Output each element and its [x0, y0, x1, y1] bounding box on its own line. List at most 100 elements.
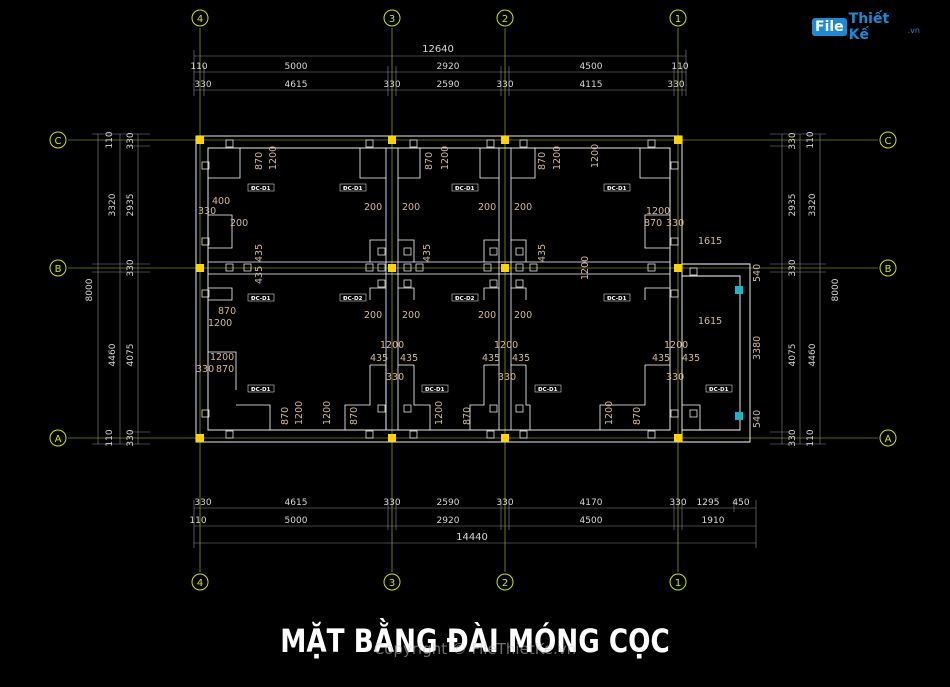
dim-top-4500: 4500	[580, 62, 603, 72]
dim-bot-450: 450	[732, 498, 749, 508]
dim-bot-330-b: 330	[383, 498, 400, 508]
logo-name: Thiết Kế	[848, 11, 890, 43]
inner-dim-200: 200	[478, 202, 496, 213]
dim-right-330-mid: 330	[788, 259, 798, 276]
beam-label: ĐC-D1	[607, 296, 627, 302]
inner-dim-200: 200	[402, 310, 420, 321]
dimension-lines-bottom	[193, 500, 757, 548]
dim-bot-330-d: 330	[669, 498, 686, 508]
inner-dim-540: 540	[752, 264, 763, 282]
inner-dim-870: 870	[632, 407, 643, 425]
dimension-text-top: 12640 110 5000 2920 4500 110 330 4615 33…	[190, 44, 688, 90]
inner-dim-330: 330	[196, 364, 214, 375]
dim-bot-1910: 1910	[702, 516, 725, 526]
inner-dim-1200: 1200	[552, 146, 563, 170]
dim-top-5000: 5000	[285, 62, 308, 72]
dim-top-330-c: 330	[496, 80, 513, 90]
axis-label-row-b-right: B	[885, 264, 892, 275]
beam-label-2: ĐC-D2	[343, 296, 363, 302]
inner-dim-1200: 1200	[380, 340, 404, 351]
dimension-lines-top	[193, 50, 687, 96]
piles	[201, 139, 698, 439]
inner-dim-330: 330	[666, 218, 684, 229]
dim-bot-110: 110	[189, 516, 206, 526]
inner-dim-1200: 1200	[590, 144, 601, 168]
beam-label: ĐC-D1	[251, 387, 271, 393]
inner-dim-330: 330	[498, 372, 516, 383]
dimension-text-bottom: 330 4615 330 2590 330 4170 330 1295 450 …	[189, 498, 749, 543]
dim-left-330-bot: 330	[126, 429, 136, 446]
inner-dim-870: 870	[424, 152, 435, 170]
inner-dim-1200: 1200	[440, 146, 451, 170]
logo-file: File	[812, 18, 847, 36]
beam-label-2: ĐC-D2	[455, 296, 475, 302]
dim-top-2590: 2590	[437, 80, 460, 90]
dim-right-8000: 8000	[831, 278, 841, 301]
columns	[196, 136, 682, 442]
dim-bot-4615: 4615	[285, 498, 308, 508]
dim-right-4075: 4075	[788, 344, 798, 367]
beam-label: ĐC-D1	[343, 186, 363, 192]
inner-dim-870: 870	[462, 407, 473, 425]
dim-bot-4500: 4500	[580, 516, 603, 526]
dim-right-330-bot: 330	[788, 429, 798, 446]
inner-dim-870: 870	[349, 407, 360, 425]
inner-dim-1615: 1615	[698, 316, 722, 327]
accent-markers	[735, 286, 743, 420]
dim-bot-5000: 5000	[285, 516, 308, 526]
dim-left-110-bot: 110	[105, 429, 115, 446]
dim-left-3320: 3320	[108, 193, 118, 216]
inner-dim-435: 435	[400, 353, 418, 364]
beam-label: ĐC-D1	[425, 387, 445, 393]
inner-dim-870: 870	[216, 364, 234, 375]
inner-dim-435: 435	[254, 266, 265, 284]
inner-dim-1200: 1200	[646, 206, 670, 217]
dim-top-4115: 4115	[580, 80, 603, 90]
inner-dim-870: 870	[254, 152, 265, 170]
axis-label-row-a: A	[55, 434, 62, 445]
inner-dim-330: 330	[198, 206, 216, 217]
dim-top-330-b: 330	[383, 80, 400, 90]
dim-left-2935: 2935	[126, 194, 136, 217]
dim-top-110-right: 110	[671, 62, 688, 72]
dim-right-4460: 4460	[808, 343, 818, 366]
dim-left-330-top: 330	[126, 132, 136, 149]
inner-dim-200: 200	[514, 202, 532, 213]
axis-label-col-2-bottom: 2	[502, 578, 508, 589]
dim-bot-330-c: 330	[496, 498, 513, 508]
inner-dim-1200: 1200	[434, 401, 445, 425]
axis-label-row-b: B	[55, 264, 62, 275]
dim-top-110-left: 110	[190, 62, 207, 72]
inner-dim-330: 330	[386, 372, 404, 383]
dimension-text-left: 8000 3320 4460 110 330 2935 330 4075 330…	[85, 131, 136, 446]
logo-domain: .vn	[907, 25, 920, 35]
drawing-title: MẶT BẰNG ĐÀI MÓNG CỌC	[280, 622, 670, 660]
axis-label-row-c: C	[55, 136, 62, 147]
beam-label: ĐC-D1	[455, 186, 475, 192]
inner-dim-435: 435	[512, 353, 530, 364]
inner-dim-435: 435	[254, 244, 265, 262]
dim-right-2935: 2935	[788, 194, 798, 217]
dim-right-110-bot: 110	[806, 429, 816, 446]
inner-dim-1200: 1200	[210, 352, 234, 363]
inner-dim-200: 200	[402, 202, 420, 213]
dim-left-110-top: 110	[105, 131, 115, 148]
inner-dim-435: 435	[652, 353, 670, 364]
axis-label-col-4-bottom: 4	[197, 578, 203, 589]
dim-bot-2590: 2590	[437, 498, 460, 508]
inner-dim-330: 330	[666, 372, 684, 383]
axis-label-row-c-right: C	[885, 136, 892, 147]
axis-label-row-a-right: A	[885, 434, 892, 445]
beam-label: ĐC-D1	[709, 387, 729, 393]
dim-bot-total: 14440	[456, 532, 488, 543]
inner-beams	[208, 148, 701, 430]
inner-dim-200: 200	[514, 310, 532, 321]
inner-dim-435: 435	[422, 244, 433, 262]
inner-dim-1200: 1200	[294, 401, 305, 425]
inner-dim-1200: 1200	[494, 340, 518, 351]
inner-dim-870: 870	[644, 218, 662, 229]
dim-top-330-a: 330	[194, 80, 211, 90]
inner-dim-200: 200	[230, 218, 248, 229]
inner-dim-200: 200	[364, 310, 382, 321]
inner-dim-435: 435	[682, 353, 700, 364]
